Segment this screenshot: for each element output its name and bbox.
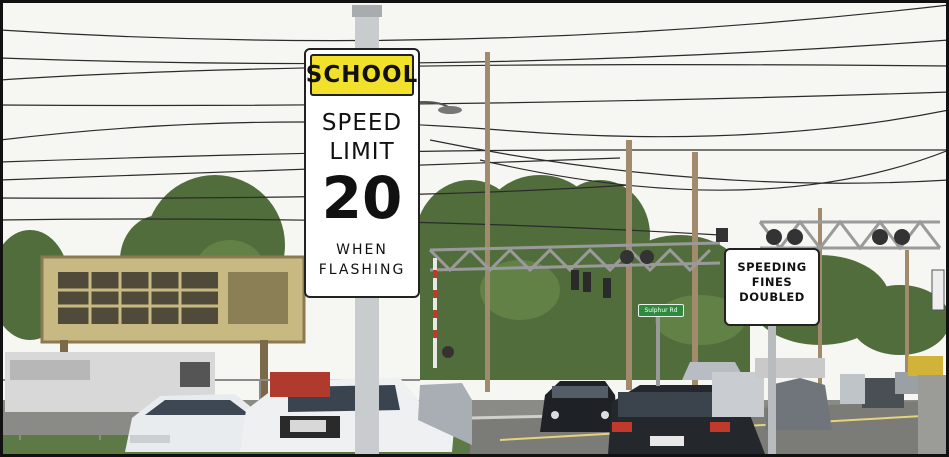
speed-text: SPEED: [321, 110, 403, 136]
small-sign: [931, 269, 945, 311]
limit-text: LIMIT: [329, 139, 395, 165]
utility-box: [918, 375, 949, 457]
fines-line-2: FINES: [751, 275, 793, 289]
speed-limit-number: 20: [321, 164, 403, 232]
crossing-arm: [433, 258, 437, 368]
street-name-sign: Sulphur Rd: [638, 304, 684, 317]
fines-sign-pole: [768, 326, 776, 457]
billboard-frame: [40, 255, 306, 420]
school-header: SCHOOL: [306, 54, 417, 96]
school-speed-limit-sign: SCHOOL SPEED LIMIT 20 WHEN FLASHING: [304, 48, 420, 298]
flashing-text: FLASHING: [318, 262, 406, 278]
crossing-gantry: [428, 219, 942, 273]
speeding-fines-sign: SPEEDING FINES DOUBLED: [724, 248, 820, 326]
fines-line-3: DOUBLED: [739, 290, 805, 304]
traffic-lights: [571, 270, 611, 298]
when-text: WHEN: [336, 242, 388, 258]
crossing-signals: [442, 228, 910, 358]
fines-line-1: SPEEDING: [737, 260, 807, 274]
